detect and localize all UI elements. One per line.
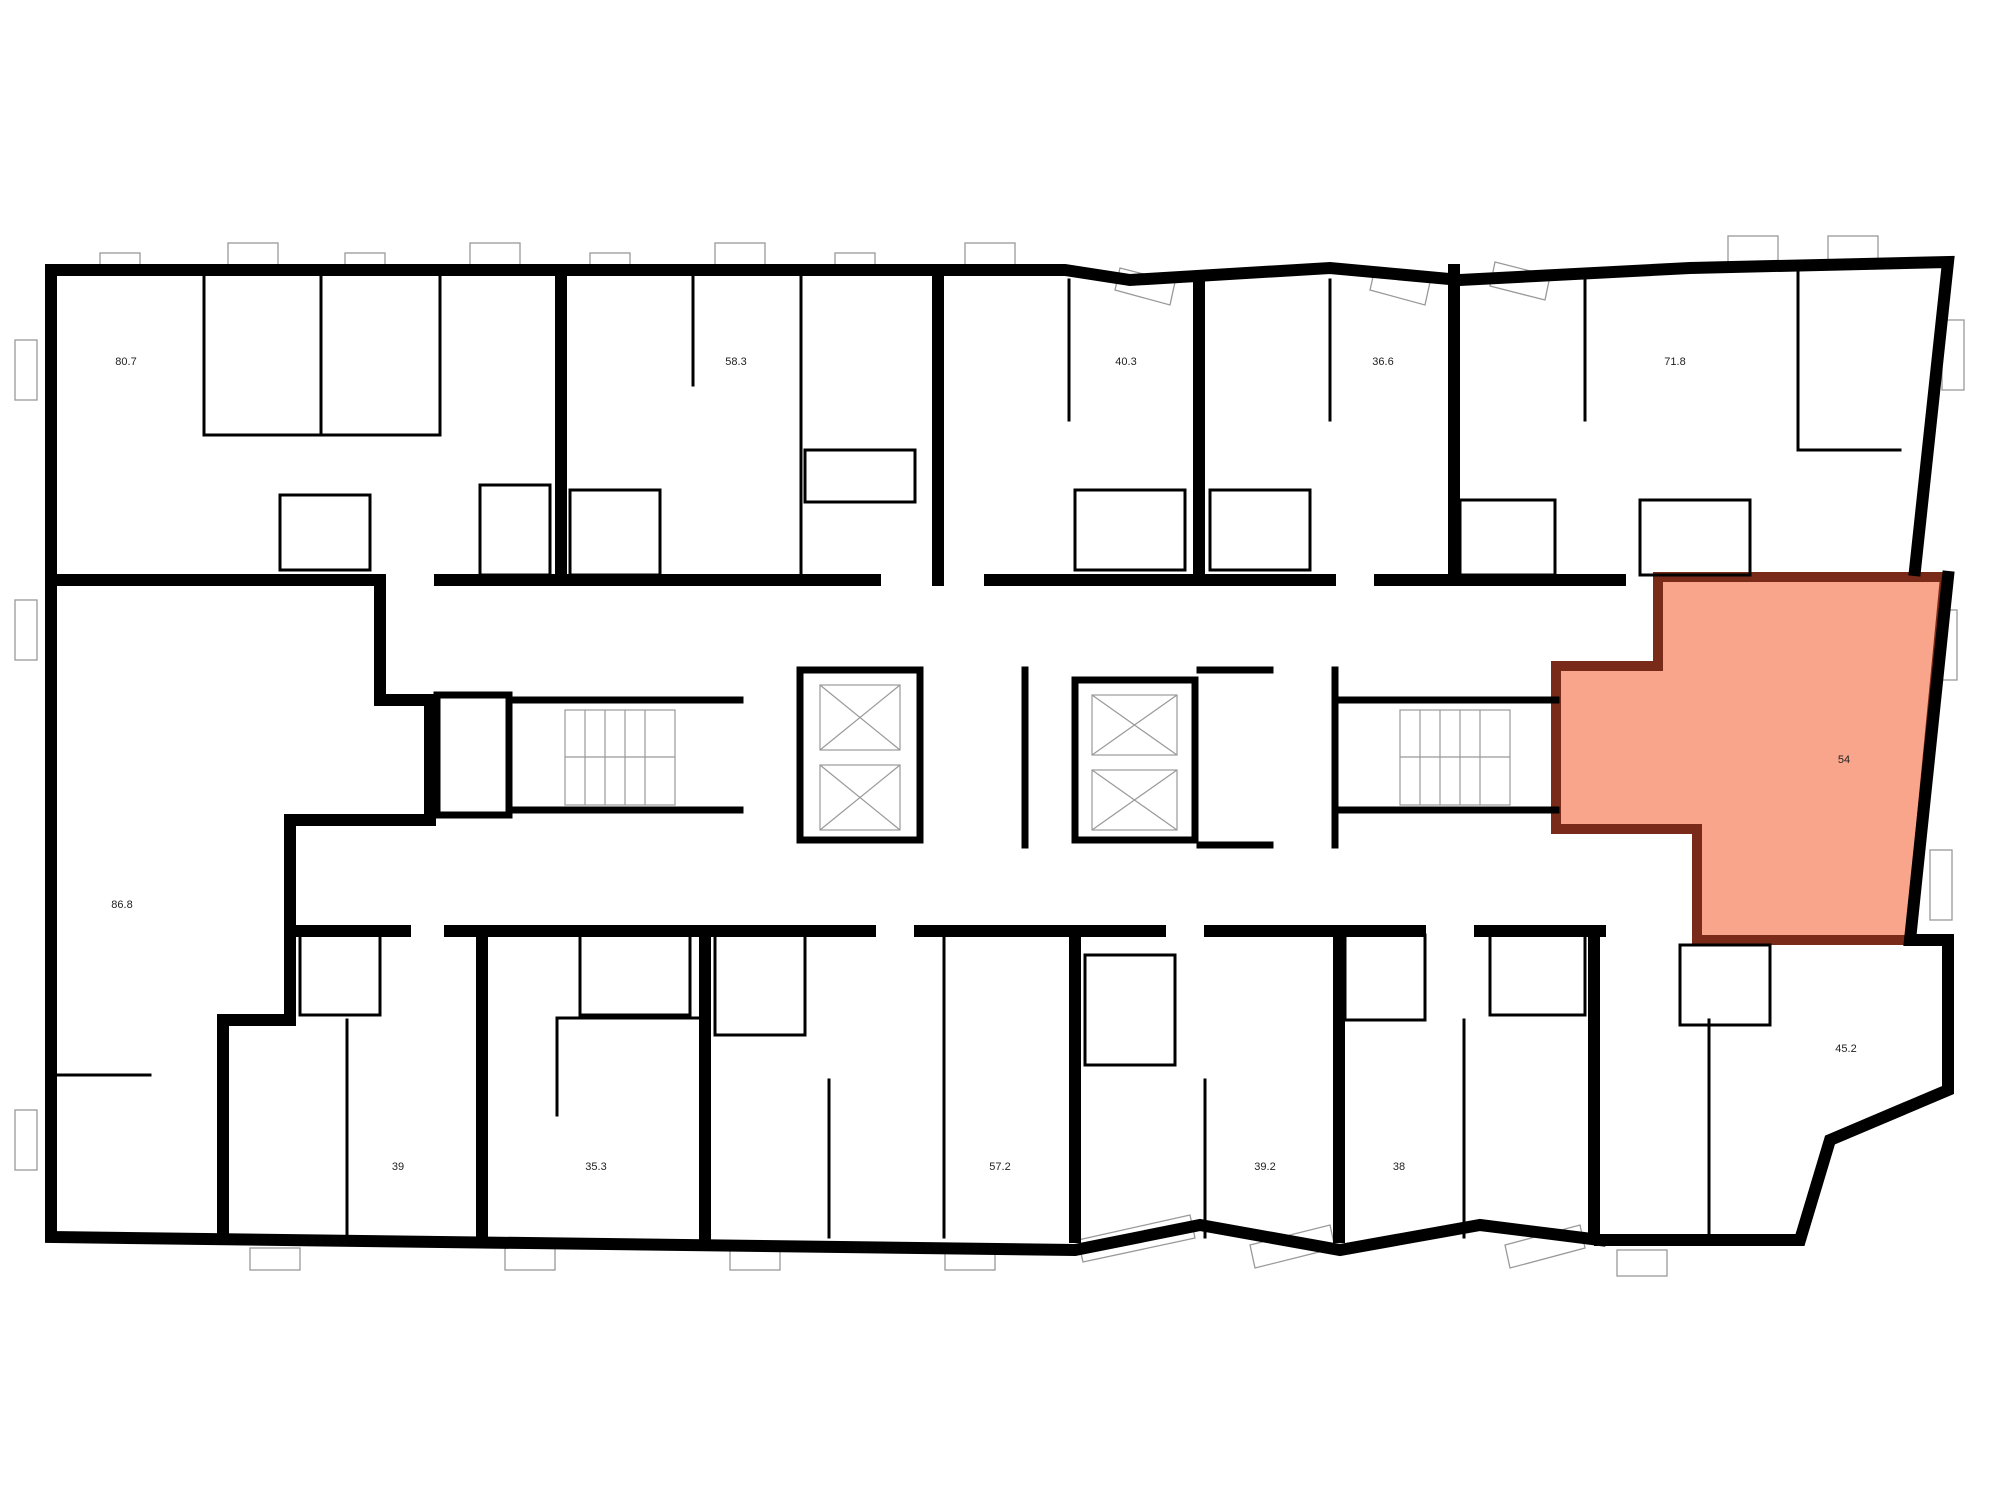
unit-area-label: 71.8 — [1664, 356, 1685, 368]
unit-area-label: 36.6 — [1372, 356, 1393, 368]
unit-area-label: 39.2 — [1254, 1161, 1275, 1173]
selected-apartment[interactable] — [1551, 572, 1951, 945]
unit-area-label: 86.8 — [111, 899, 132, 911]
unit-area-label: 35.3 — [585, 1161, 606, 1173]
unit-area-label: 39 — [392, 1161, 404, 1173]
selected-unit-area-label: 54 — [1838, 754, 1850, 766]
top-unit-walls — [202, 264, 1902, 586]
unit-area-label: 38 — [1393, 1161, 1405, 1173]
unit-area-label: 58.3 — [725, 356, 746, 368]
stairs-icon — [564, 709, 1511, 806]
bottom-unit-walls — [49, 925, 1772, 1243]
unit-area-label: 80.7 — [115, 356, 136, 368]
exterior-walls — [45, 255, 1955, 1257]
elevator-stair-core — [433, 666, 1560, 849]
area-labels: 80.7 58.3 40.3 36.6 71.8 54 86.8 39 35.3… — [111, 356, 1856, 1173]
unit-area-label: 45.2 — [1835, 1043, 1856, 1055]
unit-area-label: 57.2 — [989, 1161, 1010, 1173]
unit-area-label: 40.3 — [1115, 356, 1136, 368]
corridor-walls — [45, 574, 1626, 1243]
